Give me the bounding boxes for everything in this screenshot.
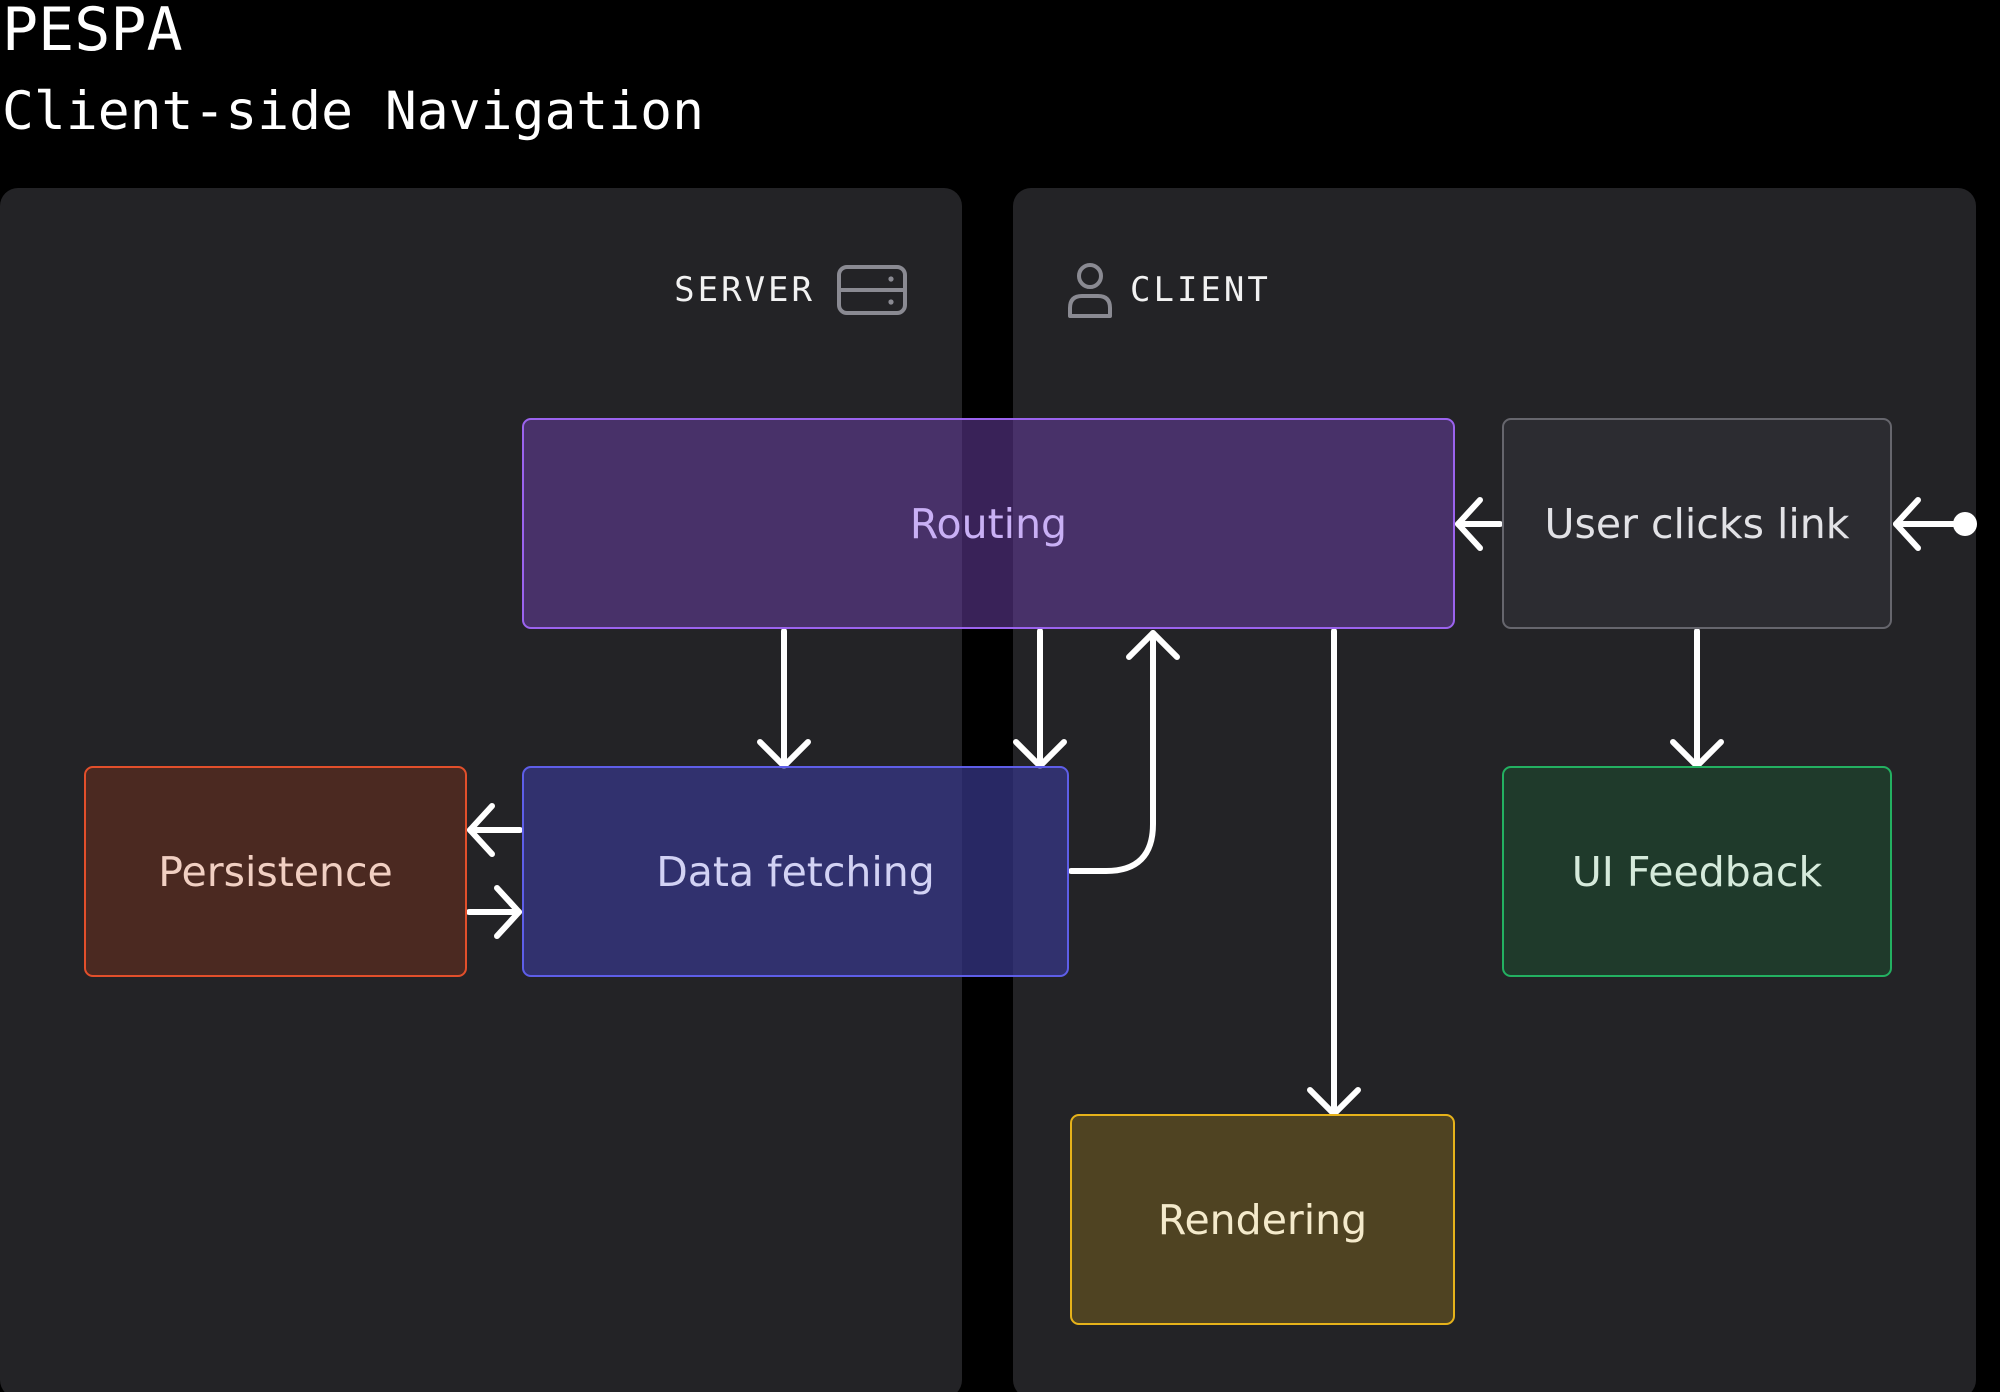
user-icon [1068, 263, 1112, 318]
arrow-routing-to-data-fetching-server [757, 628, 811, 769]
rendering-node: Rendering [1070, 1114, 1455, 1325]
rendering-label: Rendering [1157, 1195, 1368, 1244]
ui-feedback-node: UI Feedback [1502, 766, 1892, 977]
routing-node: Routing [522, 418, 1455, 629]
data-fetching-label: Data fetching [656, 847, 935, 896]
page-subtitle: Client-side Navigation [2, 81, 704, 142]
persistence-node: Persistence [84, 766, 467, 977]
server-icon [837, 265, 907, 315]
arrow-persistence-to-data-fetching [466, 885, 522, 939]
arrow-routing-to-data-fetching-client [1013, 628, 1067, 769]
user-clicks-link-node: User clicks link [1502, 418, 1892, 629]
user-clicks-link-label: User clicks link [1544, 499, 1850, 548]
persistence-label: Persistence [158, 847, 393, 896]
entry-dot [1953, 512, 1977, 536]
server-label: SERVER [674, 270, 815, 310]
arrow-entry-to-user-clicks [1893, 497, 1967, 551]
arrow-data-fetching-to-routing [1068, 630, 1180, 874]
routing-label: Routing [909, 499, 1068, 548]
client-label: CLIENT [1130, 270, 1271, 310]
arrow-user-clicks-to-routing [1455, 497, 1503, 551]
arrow-user-clicks-to-ui-feedback [1670, 628, 1724, 769]
ui-feedback-label: UI Feedback [1571, 847, 1823, 896]
page-title: PESPA [2, 0, 183, 65]
arrow-routing-to-rendering [1307, 628, 1361, 1117]
arrow-data-fetching-to-persistence [467, 803, 523, 857]
data-fetching-node: Data fetching [522, 766, 1069, 977]
